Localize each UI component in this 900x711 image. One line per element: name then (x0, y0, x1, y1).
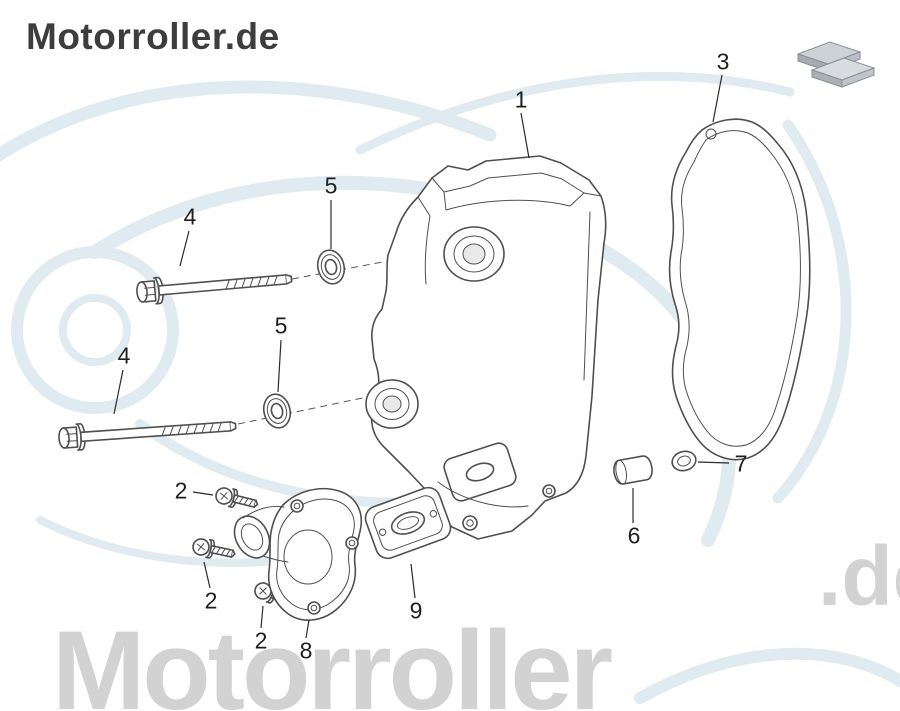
screw-drawing-2 (192, 538, 236, 559)
part-callout-4-upper: 4 (183, 203, 197, 230)
flange-bolt-drawing-upper (136, 274, 293, 305)
part-callout-4-lower: 4 (117, 342, 131, 369)
callout-leader-lines (113, 74, 730, 639)
part-callout-3: 3 (716, 48, 730, 75)
o-ring-drawing (671, 450, 697, 472)
part-callout-2-third: 2 (254, 627, 268, 654)
part-callout-2-first: 2 (174, 477, 188, 504)
dowel-pin-drawing (613, 455, 653, 485)
part-callout-9: 9 (409, 597, 423, 624)
housing-gasket-drawing (364, 486, 452, 560)
part-callout-5-lower: 5 (274, 312, 288, 339)
coolant-housing-drawing (233, 487, 363, 621)
cylinder-head-cover-drawing (365, 155, 607, 540)
part-callout-7: 7 (734, 450, 748, 477)
part-callout-6: 6 (627, 522, 641, 549)
cover-gasket-drawing (668, 118, 811, 461)
part-callout-1: 1 (514, 86, 528, 113)
stacked-layers-icon (796, 41, 876, 88)
part-callout-2-second: 2 (204, 587, 218, 614)
watermark-text-bottom: Motorroller (52, 608, 613, 711)
watermark-text-right: .de (818, 529, 900, 623)
part-callout-5-upper: 5 (324, 172, 338, 199)
seal-washer-drawing-lower (262, 393, 292, 429)
flange-bolt-drawing-lower (58, 421, 237, 451)
screw-drawing-1 (215, 487, 259, 508)
seal-washer-drawing-upper (316, 249, 346, 285)
part-callout-8: 8 (299, 637, 313, 664)
brand-logo: Motorroller.de (26, 16, 280, 57)
